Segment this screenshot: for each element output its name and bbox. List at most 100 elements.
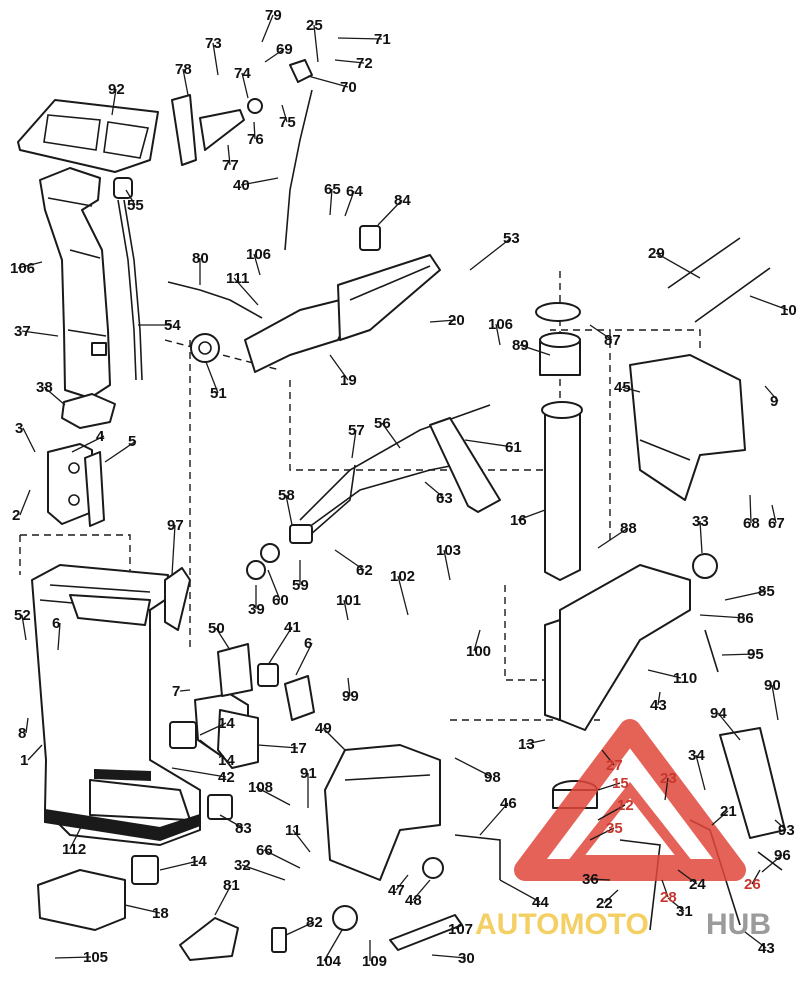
adapter-plate: [17, 99, 159, 173]
callout-leader: [19, 489, 31, 516]
callout-leader: [337, 37, 383, 40]
callout-label: 88: [620, 520, 637, 537]
rubber-mount-lower: [131, 855, 159, 885]
callout-leader: [22, 427, 36, 453]
callout-label: 5: [128, 433, 136, 450]
callout-leader: [329, 188, 333, 216]
callout-leader: [351, 429, 357, 459]
callout-leader: [749, 494, 752, 524]
callout-leader: [344, 190, 355, 217]
throttle-linkage: [171, 59, 313, 251]
clamp-bracket: [324, 744, 441, 881]
callout-label: 8: [18, 725, 26, 742]
callout-label: 2: [12, 507, 20, 524]
callout-leader: [215, 627, 231, 651]
callout-label: 40: [233, 177, 250, 194]
callout-label: 104: [316, 953, 342, 970]
callout-label: 61: [505, 439, 522, 456]
callout-leader: [744, 931, 767, 949]
callout-leader: [597, 804, 626, 821]
callout-leader: [334, 549, 365, 571]
callout-leader: [43, 386, 66, 406]
callout-label: 73: [205, 35, 222, 52]
callout-leader: [473, 629, 481, 652]
callout-label: 60: [272, 592, 289, 609]
callout-label: 43: [650, 697, 667, 714]
callout-label: 69: [276, 41, 293, 58]
lower-cover: [37, 869, 126, 931]
callout-label: 108: [248, 779, 273, 796]
callout-leader: [695, 754, 706, 791]
callout-label: 65: [324, 181, 341, 198]
callout-leader: [205, 361, 219, 394]
callout-leader: [479, 802, 509, 836]
callout-label: 55: [127, 197, 144, 214]
callout-leader: [443, 549, 451, 581]
callout-label: 16: [510, 512, 527, 529]
callout-label: 102: [390, 568, 415, 585]
callout-label: 26: [744, 876, 761, 893]
callout-leader: [764, 385, 779, 402]
callout-leader: [589, 324, 613, 341]
callout-label: 90: [764, 677, 781, 694]
callout-leader: [71, 435, 105, 453]
callout-leader: [771, 684, 779, 721]
callout-leader: [657, 691, 661, 706]
watermark-text-auto: AUTOMOTO: [475, 908, 649, 941]
callout-label: 101: [336, 592, 361, 609]
watermark-text-hub: HUB: [706, 908, 771, 941]
callout-leader-lines: [17, 14, 789, 962]
callout-leader: [54, 956, 92, 959]
callout-label: 96: [774, 847, 791, 864]
callout-label: 67: [768, 515, 785, 532]
callout-leader: [322, 727, 346, 751]
callout-label: 58: [278, 487, 295, 504]
callout-leader: [347, 677, 351, 697]
callout-leader: [179, 689, 191, 692]
callout-label: 80: [192, 250, 209, 267]
callout-label: 22: [596, 895, 613, 912]
callout-label: 107: [448, 921, 473, 938]
callout-leader: [721, 653, 756, 656]
callout-leader: [589, 878, 611, 881]
midsection-housing: [31, 564, 201, 846]
callout-leader: [397, 575, 409, 616]
callout-leader: [241, 72, 249, 99]
callout-label: 64: [346, 183, 363, 200]
callout-leader: [603, 889, 619, 904]
tilt-rod-upper: [667, 237, 741, 289]
callout-leader: [21, 614, 27, 641]
callout-label: 29: [648, 245, 665, 262]
callout-leader: [699, 614, 746, 619]
tiller-arm: [244, 225, 441, 373]
callout-label: 99: [342, 688, 359, 705]
callout-label: 94: [710, 705, 727, 722]
callout-label: 50: [208, 620, 225, 637]
callout-label: 98: [484, 769, 501, 786]
callout-leader: [219, 814, 244, 829]
exhaust-housing: [39, 167, 111, 399]
callout-label: 76: [247, 131, 264, 148]
callout-leader: [429, 319, 457, 323]
callout-leader: [281, 104, 288, 123]
callout-leader: [17, 261, 43, 269]
callout-leader: [647, 669, 682, 679]
callout-label: 97: [167, 517, 184, 534]
callout-leader: [519, 344, 551, 356]
callout-label: 12: [617, 797, 634, 814]
callout-leader: [295, 642, 313, 676]
callout-label: 38: [36, 379, 53, 396]
callout-leader: [159, 860, 199, 871]
callout-leader: [464, 439, 514, 448]
callout-leader: [261, 14, 274, 43]
callout-leader: [621, 386, 641, 393]
callout-label: 78: [175, 61, 192, 78]
callout-label: 81: [223, 877, 240, 894]
callout-label: 54: [164, 317, 181, 334]
callout-leader: [124, 904, 161, 914]
clamp-disc: [332, 905, 358, 931]
callout-label: 4: [96, 428, 105, 445]
callout-leader: [285, 494, 293, 526]
callout-leader: [182, 68, 189, 96]
